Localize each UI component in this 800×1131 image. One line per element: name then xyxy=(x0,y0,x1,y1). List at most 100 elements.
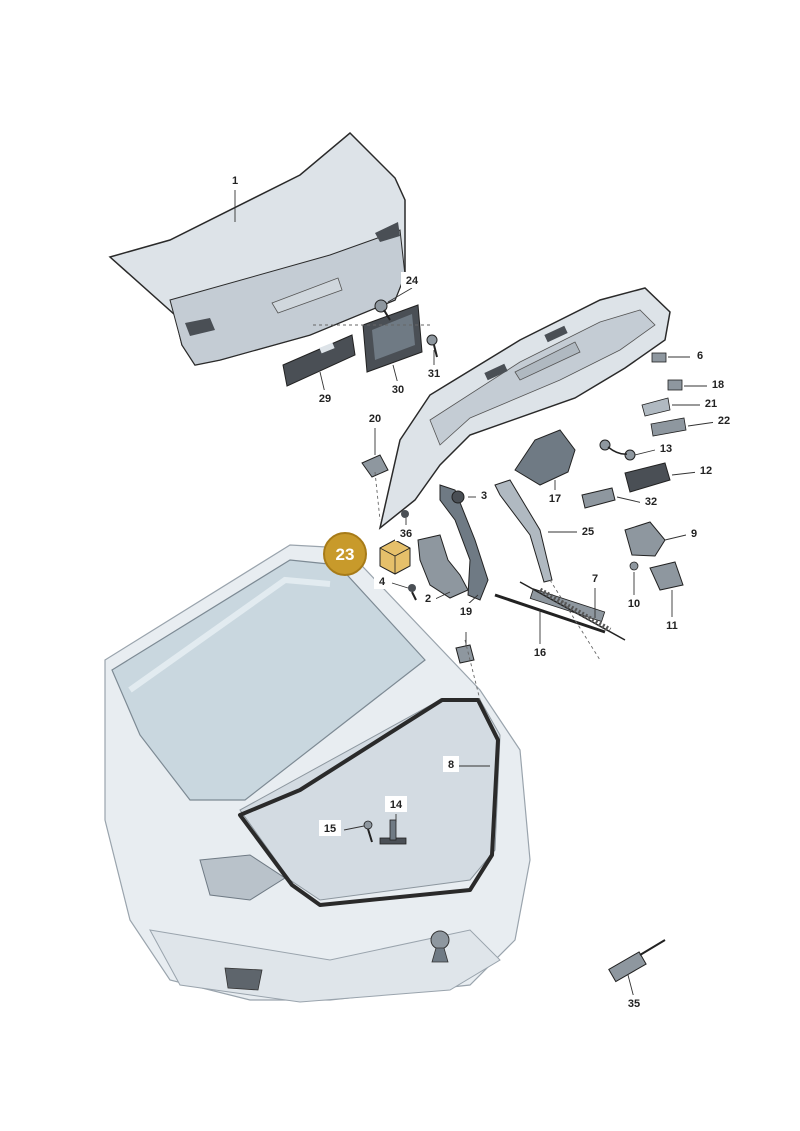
part-label-text: 15 xyxy=(324,823,336,835)
part-label-8[interactable]: 8 xyxy=(443,756,459,772)
part-label-box xyxy=(443,756,459,772)
grommet-10 xyxy=(629,561,639,571)
part-label-text: 36 xyxy=(400,528,412,540)
part-label-13[interactable]: 13 xyxy=(655,440,677,456)
part-label-16[interactable]: 16 xyxy=(529,644,551,660)
part-label-text: 21 xyxy=(705,398,717,410)
part-label-text: 18 xyxy=(712,379,724,391)
part-label-box xyxy=(455,603,477,619)
part-label-text: 16 xyxy=(534,647,546,659)
part-label-text: 14 xyxy=(390,799,403,811)
part-label-30[interactable]: 30 xyxy=(387,381,409,397)
part-label-19[interactable]: 19 xyxy=(455,603,477,619)
striker-parts xyxy=(363,819,407,845)
part-label-7[interactable]: 7 xyxy=(587,570,603,586)
part-label-box xyxy=(713,412,735,428)
wiring-13 xyxy=(599,439,636,461)
part-labels: 1234678910111213141516171819202122242529… xyxy=(227,172,735,1011)
part-label-text: 11 xyxy=(666,620,678,632)
part-label-text: 3 xyxy=(481,490,487,502)
part-label-25[interactable]: 25 xyxy=(577,523,599,539)
buffer-3 xyxy=(451,490,465,504)
part-label-box xyxy=(655,440,677,456)
part-label-text: 2 xyxy=(425,593,431,605)
part-label-box xyxy=(423,365,445,381)
part-18 xyxy=(667,379,683,391)
part-label-box xyxy=(587,570,603,586)
part-label-text: 6 xyxy=(697,350,703,362)
part-label-box xyxy=(707,376,729,392)
part-label-box xyxy=(319,820,341,836)
part-label-text: 4 xyxy=(379,576,386,588)
part-label-text: 12 xyxy=(700,465,712,477)
part-label-box xyxy=(686,525,702,541)
part-label-box xyxy=(544,490,566,506)
part-label-box xyxy=(692,347,708,363)
part-label-box xyxy=(695,462,717,478)
part-label-text: 1 xyxy=(232,175,238,187)
part-label-18[interactable]: 18 xyxy=(707,376,729,392)
trunk-lid-outer xyxy=(108,131,406,366)
part-label-36[interactable]: 36 xyxy=(395,525,417,541)
part-label-11[interactable]: 11 xyxy=(661,617,683,633)
trunk-seal xyxy=(238,698,500,907)
part-label-24[interactable]: 24 xyxy=(401,272,423,288)
part-label-text: 8 xyxy=(448,759,454,771)
trunk-lid-inner xyxy=(378,287,671,530)
part-label-box xyxy=(661,617,683,633)
part-label-text: 25 xyxy=(582,526,594,538)
switch-12 xyxy=(624,462,671,493)
part-label-box xyxy=(227,172,243,188)
highlighted-part-23 xyxy=(379,539,411,575)
part-label-box xyxy=(623,595,645,611)
part-label-31[interactable]: 31 xyxy=(423,365,445,381)
part-label-box xyxy=(314,390,336,406)
part-label-32[interactable]: 32 xyxy=(640,493,662,509)
part-label-10[interactable]: 10 xyxy=(623,595,645,611)
hinge-bracket xyxy=(417,534,469,599)
handle-32 xyxy=(581,487,616,509)
part-label-text: 7 xyxy=(592,573,598,585)
part-label-box xyxy=(623,995,645,1011)
lock-9 xyxy=(624,521,666,557)
part-label-1[interactable]: 1 xyxy=(227,172,243,188)
part-label-text: 24 xyxy=(406,275,419,287)
gas-strut xyxy=(494,581,626,641)
part-label-20[interactable]: 20 xyxy=(364,410,386,426)
part-label-text: 10 xyxy=(628,598,640,610)
car-body xyxy=(104,544,531,1003)
part-label-text: 30 xyxy=(392,384,404,396)
part-label-21[interactable]: 21 xyxy=(700,395,722,411)
part-21 xyxy=(641,397,671,417)
tool-35 xyxy=(608,939,666,983)
leader-lines xyxy=(234,190,717,999)
part-label-box xyxy=(395,525,417,541)
part-label-14[interactable]: 14 xyxy=(385,796,407,812)
part-label-text: 19 xyxy=(460,606,472,618)
part-label-text: 9 xyxy=(691,528,697,540)
part-label-3[interactable]: 3 xyxy=(476,487,492,503)
callout-23[interactable]: 23 xyxy=(323,532,367,576)
part-label-9[interactable]: 9 xyxy=(686,525,702,541)
cover-11 xyxy=(649,561,684,591)
part-label-17[interactable]: 17 xyxy=(544,490,566,506)
part-label-text: 17 xyxy=(549,493,561,505)
buffer-19 xyxy=(455,644,475,664)
part-label-box xyxy=(476,487,492,503)
part-label-35[interactable]: 35 xyxy=(623,995,645,1011)
part-label-22[interactable]: 22 xyxy=(713,412,735,428)
part-label-text: 22 xyxy=(718,415,730,427)
part-label-box xyxy=(420,590,436,606)
part-label-box xyxy=(577,523,599,539)
part-label-15[interactable]: 15 xyxy=(319,820,341,836)
part-label-4[interactable]: 4 xyxy=(374,573,390,589)
part-label-box xyxy=(529,644,551,660)
part-22 xyxy=(650,417,687,437)
part-label-12[interactable]: 12 xyxy=(695,462,717,478)
part-label-box xyxy=(364,410,386,426)
grommet-36 xyxy=(401,510,409,518)
part-label-box xyxy=(401,272,423,288)
part-label-2[interactable]: 2 xyxy=(420,590,436,606)
part-label-6[interactable]: 6 xyxy=(692,347,708,363)
part-label-29[interactable]: 29 xyxy=(314,390,336,406)
